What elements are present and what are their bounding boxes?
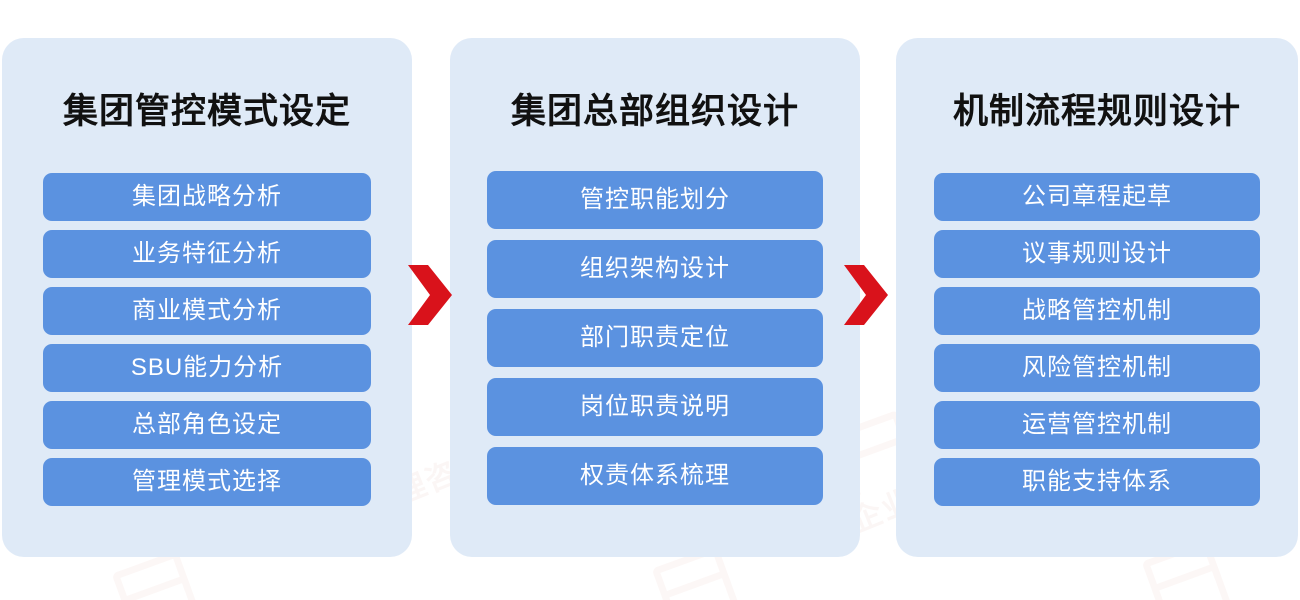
stage-item[interactable]: 商业模式分析 [43,287,371,335]
item-list-3: 公司章程起草 议事规则设计 战略管控机制 风险管控机制 运营管控机制 职能支持体… [896,173,1298,506]
stage-item[interactable]: 战略管控机制 [934,287,1260,335]
stage-item[interactable]: 职能支持体系 [934,458,1260,506]
chevron-right-icon [406,263,454,327]
stage-item[interactable]: 集团战略分析 [43,173,371,221]
stage-item[interactable]: 管控职能划分 [487,171,823,229]
stage-item[interactable]: 总部角色设定 [43,401,371,449]
stage-item[interactable]: 岗位职责说明 [487,378,823,436]
stage-panel-2: 集团总部组织设计 管控职能划分 组织架构设计 部门职责定位 岗位职责说明 权责体… [450,38,860,557]
stage-item[interactable]: 风险管控机制 [934,344,1260,392]
stage-item[interactable]: SBU能力分析 [43,344,371,392]
stage-item[interactable]: 业务特征分析 [43,230,371,278]
stage-item[interactable]: 公司章程起草 [934,173,1260,221]
chevron-right-icon [842,263,890,327]
stage-item[interactable]: 议事规则设计 [934,230,1260,278]
stage-item[interactable]: 运营管控机制 [934,401,1260,449]
stage-item[interactable]: 管理模式选择 [43,458,371,506]
stage-item[interactable]: 部门职责定位 [487,309,823,367]
panel-title-1: 集团管控模式设定 [62,92,351,131]
stage-panel-1: 集团管控模式设定 集团战略分析 业务特征分析 商业模式分析 SBU能力分析 总部… [2,38,412,557]
panel-title-2: 集团总部组织设计 [510,92,799,131]
stage-item[interactable]: 组织架构设计 [487,240,823,298]
stage-item[interactable]: 权责体系梳理 [487,447,823,505]
panel-title-3: 机制流程规则设计 [952,92,1241,131]
stage-panel-3: 机制流程规则设计 公司章程起草 议事规则设计 战略管控机制 风险管控机制 运营管… [896,38,1298,557]
item-list-2: 管控职能划分 组织架构设计 部门职责定位 岗位职责说明 权责体系梳理 [450,171,860,505]
item-list-1: 集团战略分析 业务特征分析 商业模式分析 SBU能力分析 总部角色设定 管理模式… [2,173,412,506]
